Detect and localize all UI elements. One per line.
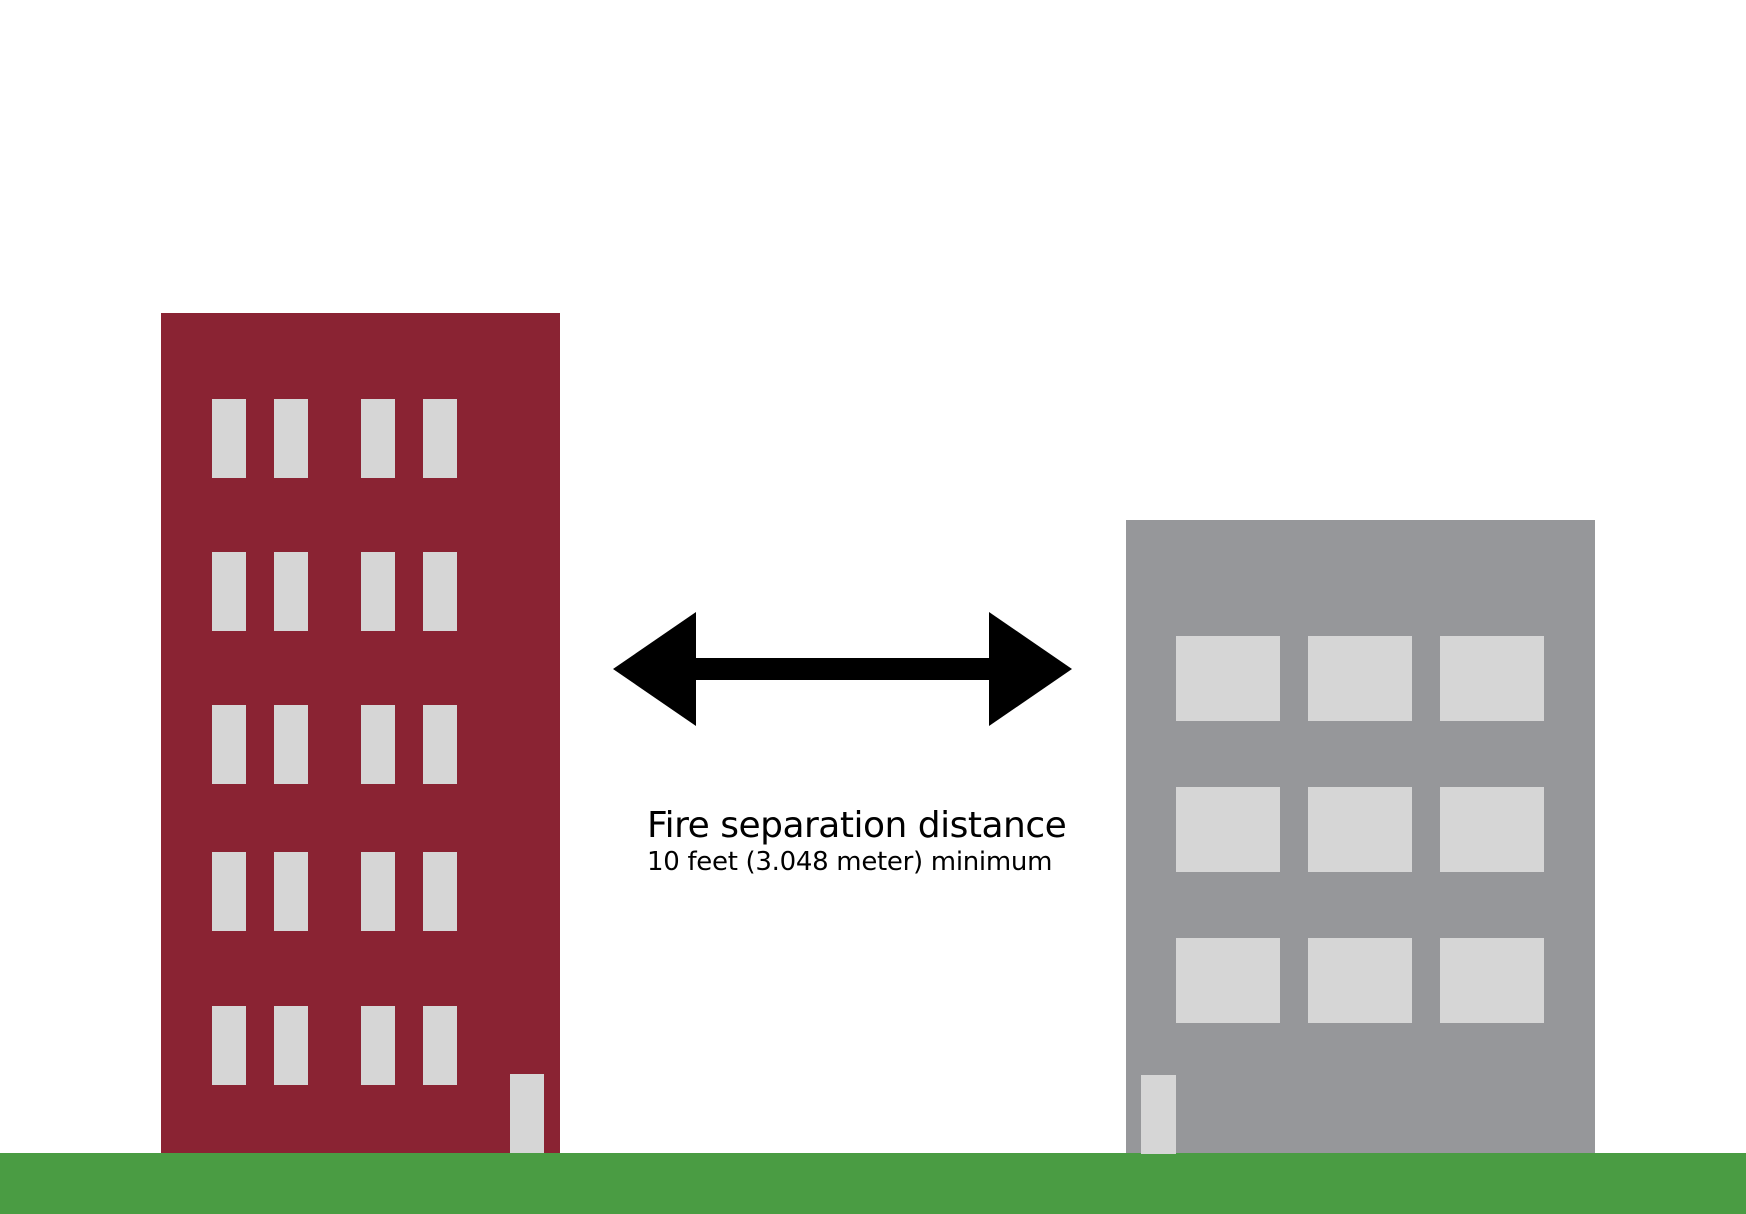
- right-building: [1126, 520, 1595, 1154]
- left-window-r3-c1: [212, 705, 246, 784]
- left-window-r4-c1: [212, 852, 246, 931]
- ground: [0, 1153, 1746, 1214]
- left-window-r2-c2: [274, 552, 308, 631]
- right-window-r2-c3: [1440, 787, 1544, 872]
- left-window-r2-c3: [361, 552, 395, 631]
- left-building-door: [510, 1074, 544, 1153]
- left-window-r3-c4: [423, 705, 457, 784]
- right-window-r2-c2: [1308, 787, 1412, 872]
- right-window-r1-c3: [1440, 636, 1544, 721]
- left-window-r3-c3: [361, 705, 395, 784]
- left-window-r4-c3: [361, 852, 395, 931]
- left-window-r2-c4: [423, 552, 457, 631]
- left-window-r4-c4: [423, 852, 457, 931]
- left-building-windows: [212, 399, 457, 1085]
- left-window-r2-c1: [212, 552, 246, 631]
- left-window-r1-c2: [274, 399, 308, 478]
- right-window-r1-c2: [1308, 636, 1412, 721]
- left-window-r3-c2: [274, 705, 308, 784]
- arrow-head-left: [613, 612, 696, 726]
- left-window-r1-c1: [212, 399, 246, 478]
- left-window-r5-c4: [423, 1006, 457, 1085]
- left-window-r5-c2: [274, 1006, 308, 1085]
- right-window-r3-c1: [1176, 938, 1280, 1023]
- right-window-r3-c2: [1308, 938, 1412, 1023]
- right-building-windows: [1176, 636, 1544, 1023]
- right-building-door: [1141, 1075, 1176, 1154]
- left-window-r1-c3: [361, 399, 395, 478]
- left-window-r1-c4: [423, 399, 457, 478]
- arrow-head-right: [989, 612, 1072, 726]
- right-window-r1-c1: [1176, 636, 1280, 721]
- separation-title: Fire separation distance: [647, 805, 1067, 846]
- left-window-r4-c2: [274, 852, 308, 931]
- right-window-r3-c3: [1440, 938, 1544, 1023]
- left-window-r5-c3: [361, 1006, 395, 1085]
- double-headed-arrow-icon: [613, 612, 1072, 726]
- separation-subtitle: 10 feet (3.048 meter) minimum: [647, 847, 1053, 877]
- right-window-r2-c1: [1176, 787, 1280, 872]
- left-building: [161, 313, 560, 1153]
- left-window-r5-c1: [212, 1006, 246, 1085]
- arrow-shaft: [690, 658, 992, 680]
